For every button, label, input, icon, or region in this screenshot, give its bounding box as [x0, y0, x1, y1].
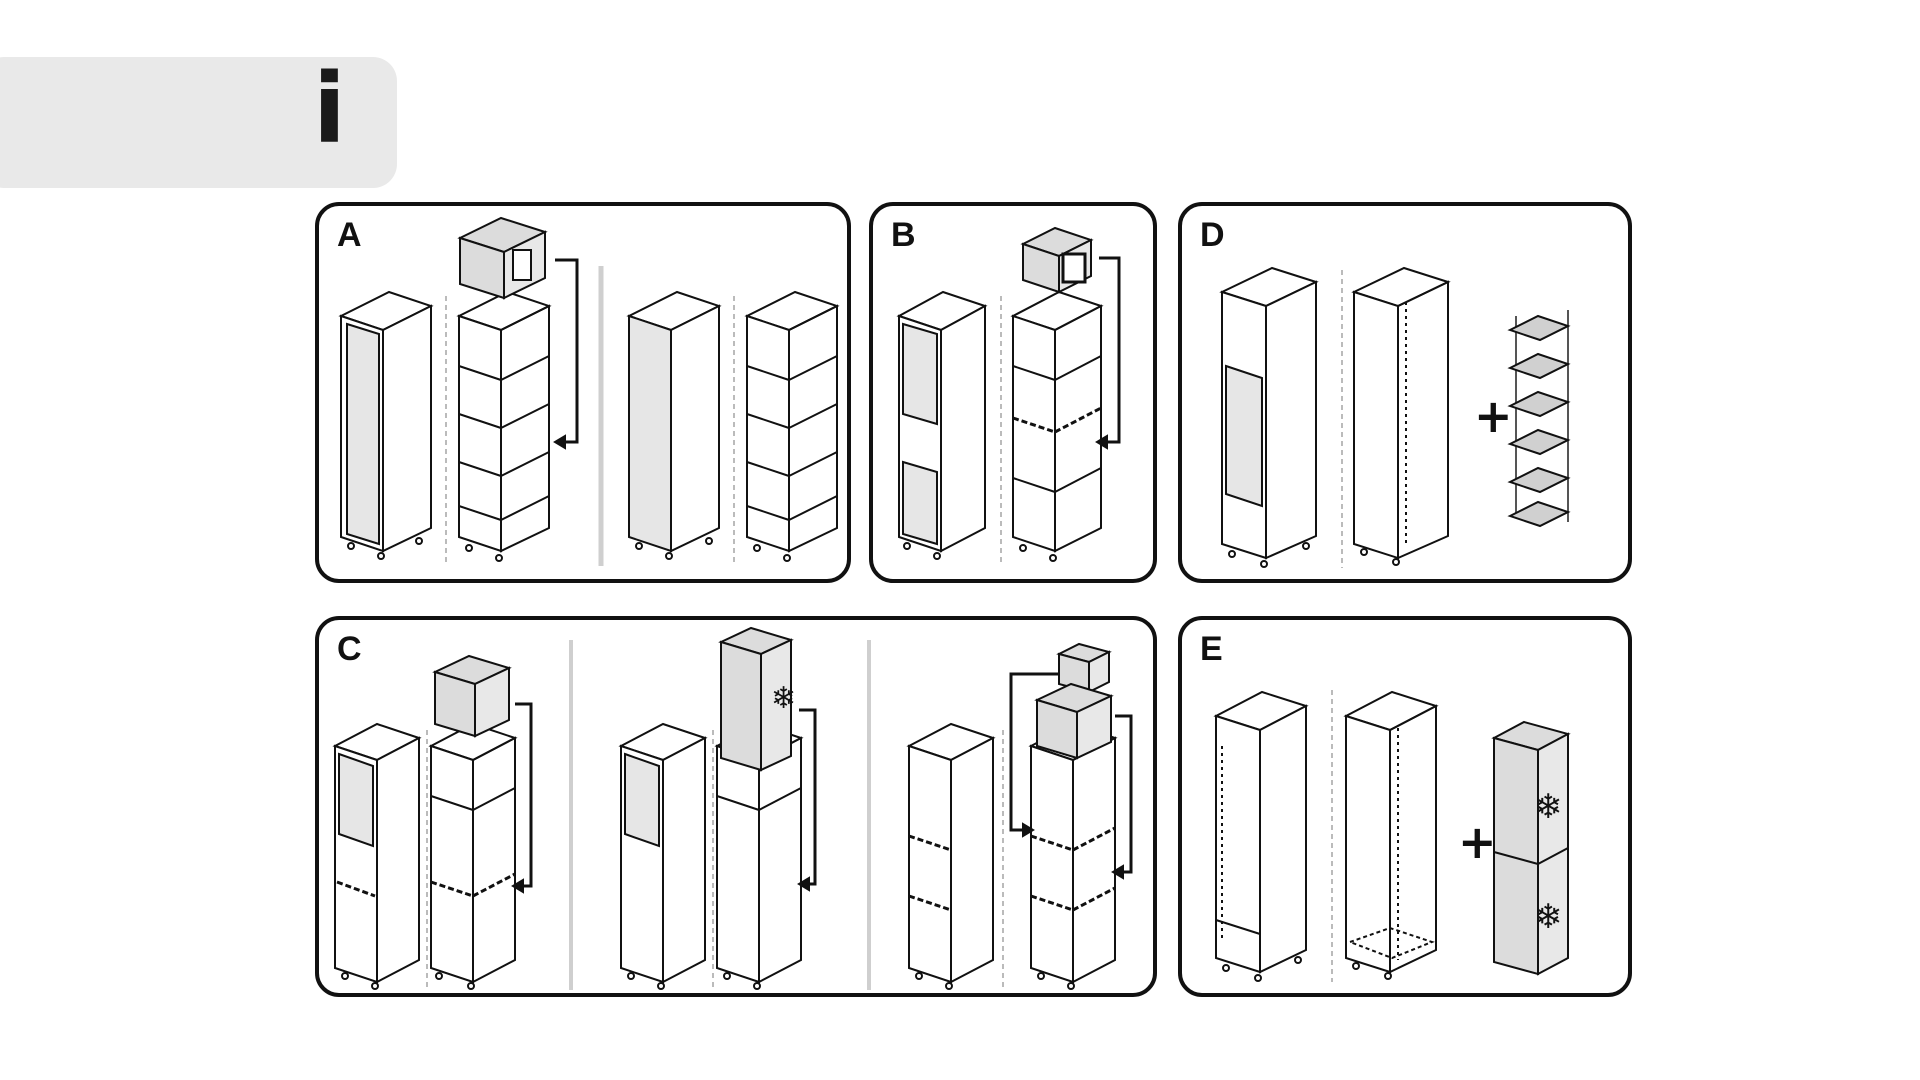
panel-e: E + [1178, 616, 1632, 997]
tall-cabinet-closed [338, 290, 434, 560]
snowflake-icon: ❄ [1534, 898, 1563, 936]
tall-open-carcass-fridge [1343, 690, 1439, 980]
tall-cabinet-open-shelves-2 [744, 290, 840, 562]
panel-a: A [315, 202, 851, 583]
tall-cabinet-closed-2 [626, 290, 722, 560]
tall-carcass-two-niches [1028, 722, 1118, 990]
panel-d: D + [1178, 202, 1632, 583]
snowflake-icon: ❄ [1534, 788, 1563, 826]
tall-cabinet-two-appliances [906, 722, 996, 990]
pull-out-larder-unit [1507, 310, 1571, 528]
panel-letter-d: D [1200, 216, 1225, 254]
panel-d-illustration: + [1219, 266, 1571, 568]
arrow-icon [1099, 256, 1121, 444]
tall-cabinet-with-niche [1010, 290, 1104, 562]
oven-appliance [432, 654, 512, 738]
panel-c-illustration: ❄ [332, 626, 1133, 990]
tall-cabinet-two-doors [896, 290, 988, 560]
fridge-freezer-appliance: ❄ ❄ [1491, 720, 1571, 976]
built-in-microwave-appliance [1020, 226, 1094, 294]
fridge-appliance: ❄ [718, 626, 796, 772]
panel-c: C [315, 616, 1157, 997]
plus-sign: + [1458, 815, 1497, 869]
arrow-icon [555, 258, 579, 444]
panel-letter-e: E [1200, 630, 1223, 668]
arrow-icon [1115, 714, 1133, 874]
tall-fridge-cabinet-doors [1213, 690, 1309, 982]
panel-letter-b: B [891, 216, 916, 254]
tall-cabinet-fridge-doors [618, 722, 708, 990]
tall-cabinet-open-shelves [456, 290, 552, 562]
microwave-appliance [457, 216, 548, 300]
microwave-and-oven-appliances [1034, 642, 1114, 760]
panel-b-illustration [896, 226, 1121, 566]
tall-fridge-cabinet [1219, 266, 1319, 568]
info-tab: i [0, 57, 397, 188]
tall-open-carcass [1351, 266, 1451, 566]
plus-sign: + [1474, 389, 1513, 443]
panel-a-illustration [338, 216, 840, 566]
info-icon: i [313, 53, 346, 165]
panel-e-illustration: + ❄ ❄ [1213, 690, 1571, 982]
panel-letter-a: A [337, 216, 362, 254]
tall-cabinet-oven-housing [332, 722, 422, 990]
snowflake-icon: ❄ [771, 682, 796, 715]
arrow-icon [1009, 672, 1059, 832]
panel-b: B [869, 202, 1157, 583]
panel-letter-c: C [337, 630, 362, 668]
tall-carcass-oven-niche [428, 722, 518, 990]
arrow-icon [515, 702, 533, 888]
